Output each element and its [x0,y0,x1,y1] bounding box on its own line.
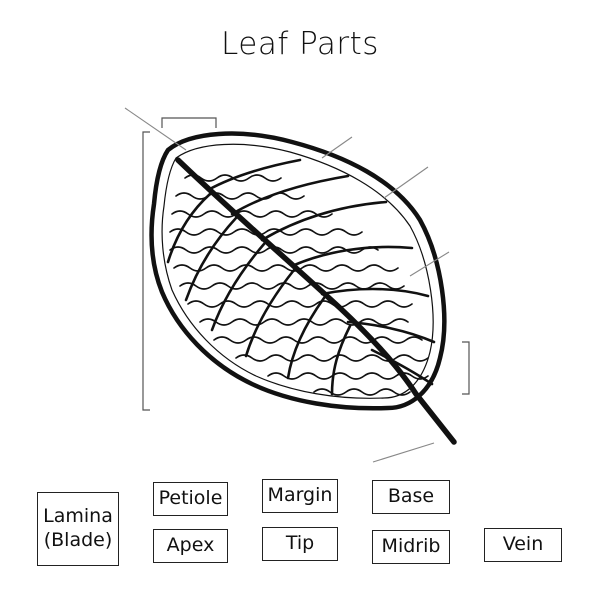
tip-label: Tip [285,532,315,555]
label-box-petiole: Petiole [153,482,228,516]
midrib-label: Midrib [381,535,441,558]
lamina-label-line2: (Blade) [43,529,113,551]
lamina-label-line1: Lamina [43,505,113,528]
margin-label: Margin [267,484,333,507]
apex-label: Apex [166,534,215,557]
label-box-apex: Apex [153,529,228,563]
secondary-veins [166,158,436,396]
midrib [175,157,457,445]
base-label: Base [387,485,435,508]
label-box-margin: Margin [262,479,338,513]
label-box-midrib: Midrib [372,530,450,564]
label-box-tip: Tip [262,527,338,561]
page-title: Leaf Parts [221,26,379,62]
leaf-inner-edge [161,143,434,399]
label-box-base: Base [372,480,450,514]
lamina-bracket [142,131,150,411]
vein-label: Vein [502,533,544,556]
label-box-lamina: Lamina (Blade) [37,492,119,566]
label-box-vein: Vein [484,528,562,562]
base-bracket [462,341,470,395]
pointer-lines [124,107,450,463]
apex-bracket [161,117,217,128]
petiole-label: Petiole [158,487,223,510]
